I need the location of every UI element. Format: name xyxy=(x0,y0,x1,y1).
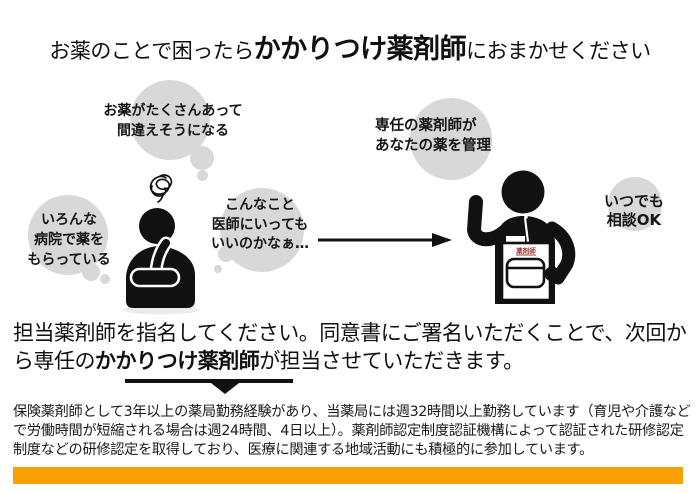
emphasis-underline xyxy=(125,379,293,383)
thought-bubble-dot xyxy=(100,274,110,284)
title-post-text: におまかせください xyxy=(466,39,651,63)
title-emphasis-text: かかりつけ薬剤師 xyxy=(253,34,467,65)
thought-line: もらっている xyxy=(27,252,111,268)
statement-part1: 担当薬剤師を指名してください。同意書にご署名いただくことで、次回から専任の xyxy=(13,321,687,373)
thought-bubble-dot xyxy=(82,263,100,281)
thought-line: こんなこと xyxy=(225,197,295,213)
benefit-line: 相談OK xyxy=(606,210,662,229)
thought-hesitate-doctor: こんなこと 医師にいっても いいのかなぁ… xyxy=(196,196,324,255)
bag-label: 薬剤師 xyxy=(515,246,536,255)
thought-line: 医師にいっても xyxy=(211,216,309,233)
fine-print-paragraph: 保険薬剤師として3年以上の薬局勤務経験があり、当薬局には週32時間以上勤務してい… xyxy=(13,404,691,458)
highlight-circle-anytime xyxy=(608,177,662,231)
thought-bubble-circle-left xyxy=(28,195,108,275)
thought-many-meds: お薬がたくさんあって 間違えそうになる xyxy=(83,101,263,141)
arrow-right-icon xyxy=(318,233,452,247)
page-title: お薬のことで困ったらかかりつけ薬剤師におまかせください xyxy=(0,27,700,66)
thought-line: いいのかなぁ… xyxy=(211,236,309,252)
thought-bubble-circle-right xyxy=(220,188,304,272)
highlight-circle-manage xyxy=(410,98,492,180)
thought-many-hospitals: いろんな 病院で薬を もらっている xyxy=(8,210,130,270)
statement-part2: が担当させていただきます。 xyxy=(259,349,524,373)
thought-bubble-dot xyxy=(197,170,208,181)
down-pointer-icon xyxy=(211,383,239,394)
benefit-manage-text: 専任の薬剤師が あなたの薬を管理 xyxy=(375,116,515,156)
thought-line: 間違えそうになる xyxy=(117,123,229,139)
benefit-line: 専任の薬剤師が xyxy=(375,118,477,134)
thought-line: 病院で薬を xyxy=(34,232,104,248)
statement-emphasis: かかりつけ薬剤師 xyxy=(95,349,260,373)
thought-line: お薬がたくさんあって xyxy=(103,103,243,119)
thought-bubble-dot xyxy=(218,246,234,262)
thought-bubble-dot xyxy=(190,146,214,170)
confusion-scribble-icon xyxy=(149,174,173,203)
benefit-anytime-text: いつでも 相談OK xyxy=(588,192,680,229)
accent-bar xyxy=(13,467,683,484)
thought-line: いろんな xyxy=(41,212,97,228)
benefit-line: いつでも xyxy=(603,192,664,210)
statement-paragraph: 担当薬剤師を指名してください。同意書にご署名いただくことで、次回から専任のかかり… xyxy=(13,319,693,375)
pharmacist-figure-icon: 薬剤師 xyxy=(467,170,576,304)
benefit-line: あなたの薬を管理 xyxy=(375,138,491,154)
thought-bubble-dot xyxy=(214,265,222,273)
patient-figure-icon xyxy=(123,208,199,315)
title-pre-text: お薬のことで困ったら xyxy=(49,39,254,63)
